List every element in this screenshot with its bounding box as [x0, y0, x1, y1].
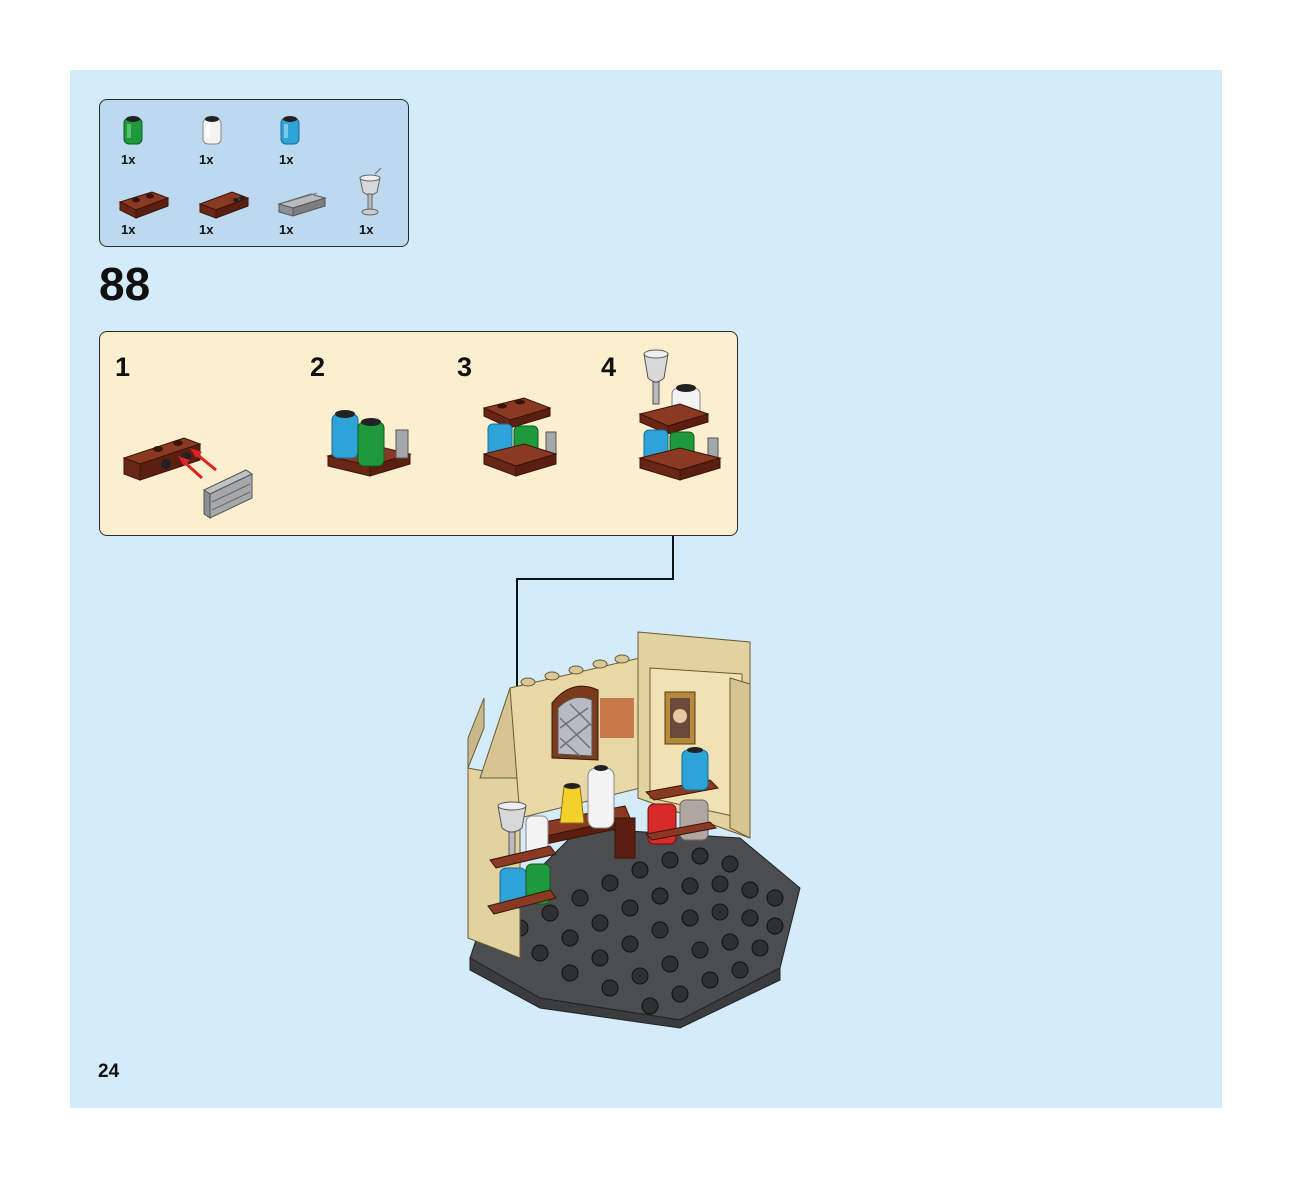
main-model-illustration: [460, 628, 805, 1028]
page-number: 24: [98, 1061, 119, 1083]
